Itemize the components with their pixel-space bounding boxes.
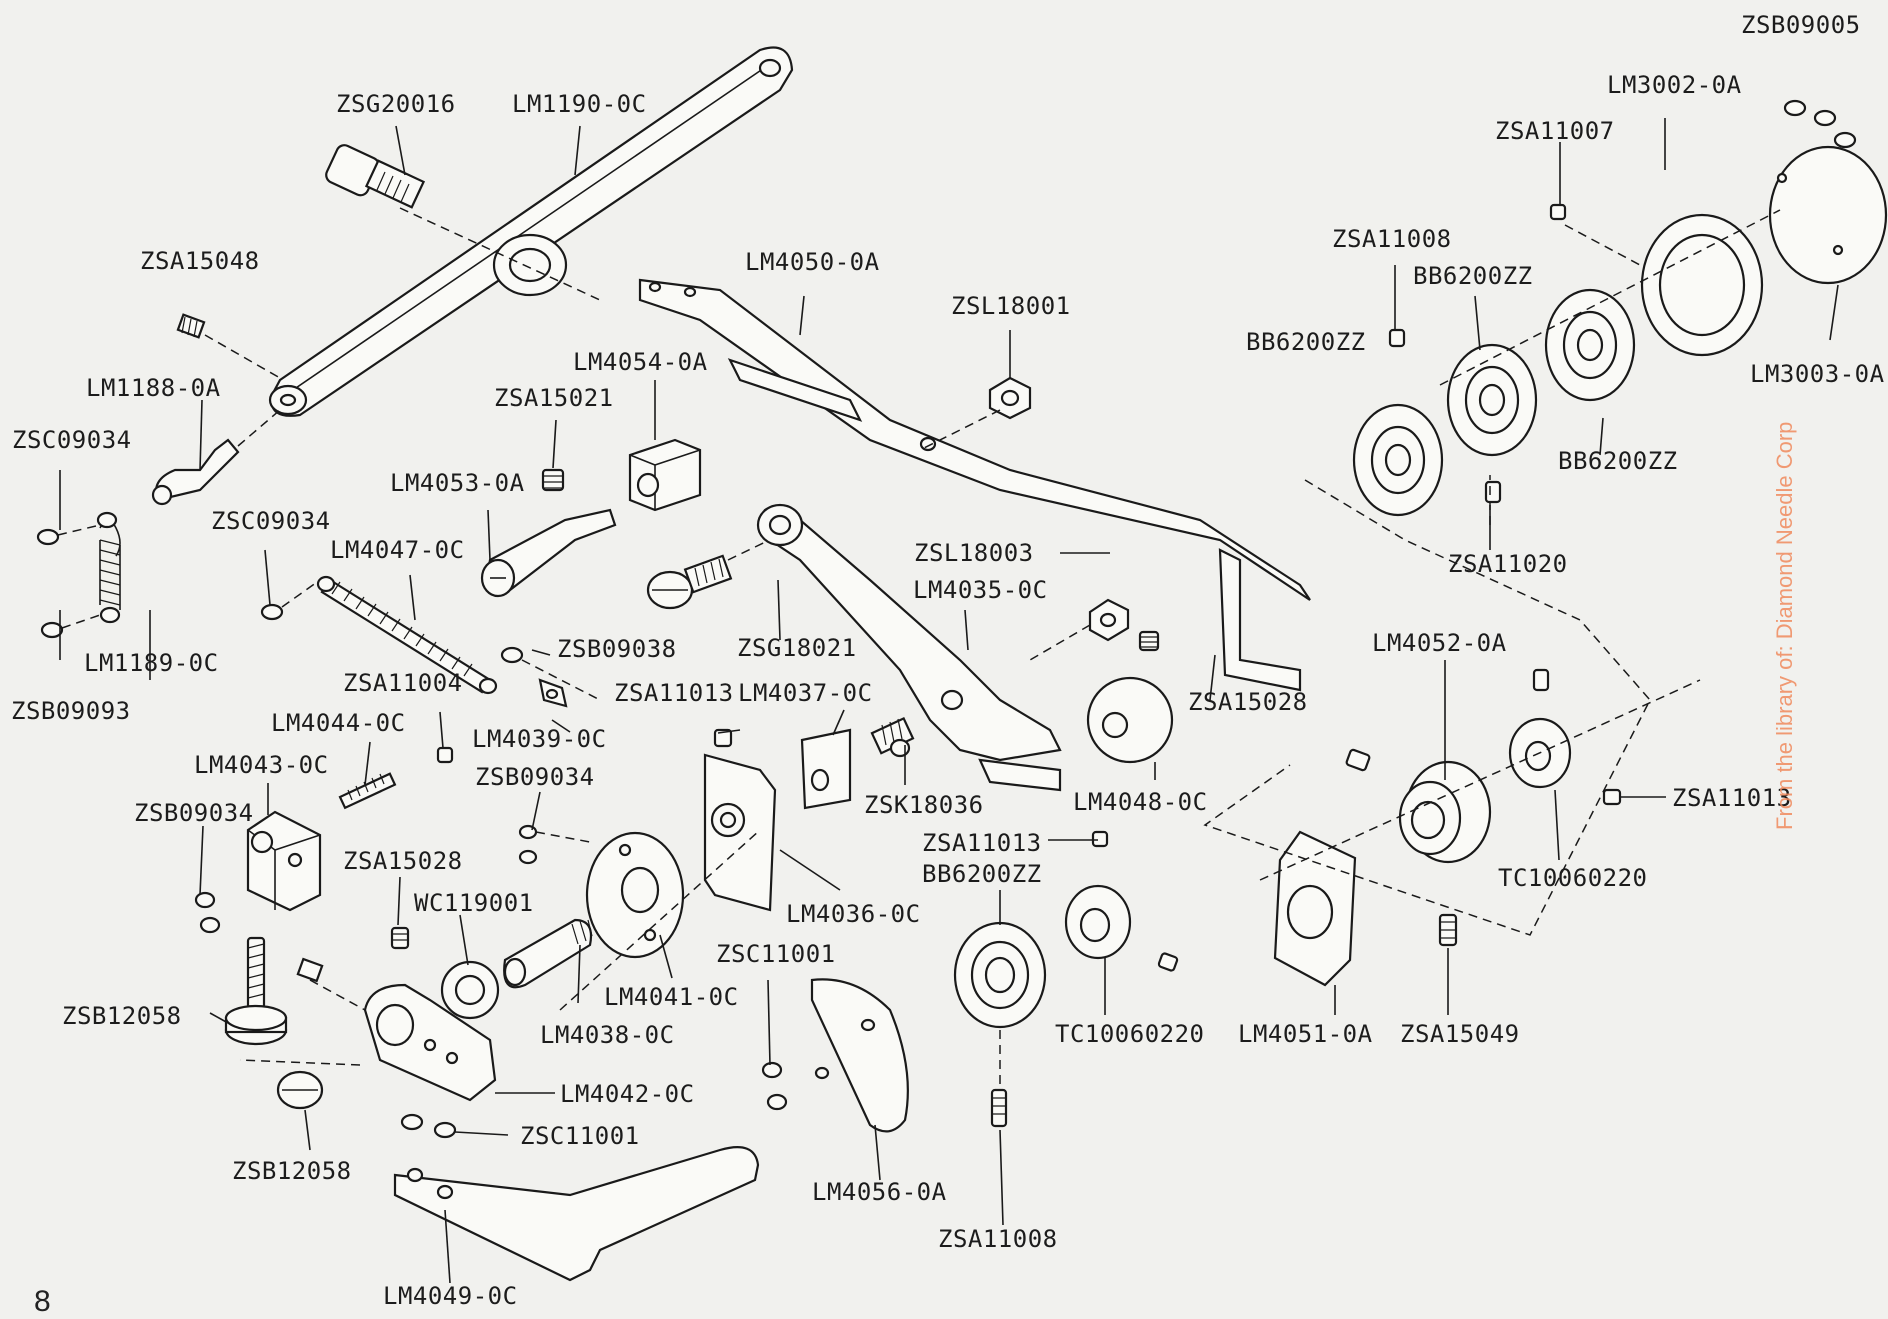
page-number: 8	[34, 1285, 51, 1318]
label-lm4052: LM4052-0A	[1372, 629, 1507, 657]
label-zsb09093: ZSB09093	[11, 697, 131, 725]
label-zsa11013b: ZSA11013	[1672, 784, 1792, 812]
label-zsb09034b: ZSB09034	[134, 799, 254, 827]
foot-lm4049	[393, 1146, 760, 1282]
label-tc10060220b: TC10060220	[1055, 1020, 1205, 1048]
lever-lm4035	[756, 503, 1062, 792]
label-lm3002: LM3002-0A	[1607, 71, 1742, 99]
pin-lm4053	[480, 508, 617, 598]
bar-lm4050	[638, 278, 1311, 692]
label-lm4048: LM4048-0C	[1073, 788, 1208, 816]
label-zsa15049: ZSA15049	[1400, 1020, 1520, 1048]
label-zsa11008b: ZSA11008	[938, 1225, 1058, 1253]
label-zsa11007: ZSA11007	[1495, 117, 1615, 145]
bearings-upper-right	[1352, 99, 1888, 517]
leader-lines	[59, 118, 1839, 1284]
small-screws-left	[36, 524, 321, 639]
label-lm4036: LM4036-0C	[786, 900, 921, 928]
screw-zsg20016	[325, 144, 426, 209]
flange-lm4041	[585, 831, 685, 959]
label-zsa15021: ZSA15021	[494, 384, 614, 412]
bracket-lm4042	[363, 926, 497, 1102]
nut-zsl18001	[919, 376, 1032, 451]
label-zsl18003: ZSL18003	[914, 539, 1034, 567]
arm-lm1190	[268, 46, 794, 417]
label-lm1188: LM1188-0A	[86, 374, 221, 402]
label-bb6200zz-c: BB6200ZZ	[1558, 447, 1678, 475]
library-watermark: From the library of: Diamond Needle Corp	[1772, 421, 1797, 830]
label-zsc11001a: ZSC11001	[716, 940, 836, 968]
pin-lm1188	[151, 409, 281, 506]
label-zsc09034a: ZSC09034	[12, 426, 132, 454]
block-lm4054	[628, 438, 702, 512]
label-lm4054: LM4054-0A	[573, 348, 708, 376]
label-zsa15028a: ZSA15028	[1188, 688, 1308, 716]
label-lm4051: LM4051-0A	[1238, 1020, 1373, 1048]
screws-zsb12058	[224, 936, 324, 1110]
label-zsb12058b: ZSB12058	[232, 1157, 352, 1185]
label-lm4042: LM4042-0C	[560, 1080, 695, 1108]
bearing-lm4052	[1345, 668, 1622, 947]
label-tc10060220a: TC10060220	[1498, 864, 1648, 892]
label-zsb09005: ZSB09005	[1741, 11, 1861, 39]
label-zsb09034a: ZSB09034	[475, 763, 595, 791]
block-lm4043	[194, 746, 454, 934]
label-zsc11001b: ZSC11001	[520, 1122, 640, 1150]
label-zsk18036: ZSK18036	[864, 791, 984, 819]
label-zsa11013c: ZSA11013	[922, 829, 1042, 857]
label-lm4038: LM4038-0C	[540, 1021, 675, 1049]
ring-wc119001	[440, 960, 500, 1020]
label-lm4049: LM4049-0C	[383, 1282, 518, 1310]
label-lm4044: LM4044-0C	[271, 709, 406, 737]
label-lm4047: LM4047-0C	[330, 536, 465, 564]
spring-lm4047	[316, 575, 498, 695]
label-zsg18021: ZSG18021	[737, 634, 857, 662]
label-zsa15028b: ZSA15028	[343, 847, 463, 875]
label-lm4041: LM4041-0C	[604, 983, 739, 1011]
spring-lm1189	[96, 511, 121, 624]
shaft-lm4038	[503, 918, 593, 989]
label-lm4056: LM4056-0A	[812, 1178, 947, 1206]
label-wc119001: WC119001	[414, 889, 534, 917]
screws-zsb09034	[518, 824, 591, 865]
label-lm4039: LM4039-0C	[472, 725, 607, 753]
nut-zsl18003	[1029, 598, 1130, 661]
bearing-lower	[953, 830, 1179, 1128]
label-lm3003: LM3003-0A	[1750, 360, 1885, 388]
label-zsg20016: ZSG20016	[336, 90, 456, 118]
label-zsa15048: ZSA15048	[140, 247, 260, 275]
block-lm4039	[500, 646, 601, 708]
screws-zsc11001-lower	[400, 1113, 457, 1139]
label-zsa11004: ZSA11004	[343, 669, 463, 697]
label-bb6200zz-b: BB6200ZZ	[1246, 328, 1366, 356]
label-lm1190: LM1190-0C	[512, 90, 647, 118]
label-zsc09034b: ZSC09034	[211, 507, 331, 535]
label-lm4035: LM4035-0C	[913, 576, 1048, 604]
label-lm4037: LM4037-0C	[738, 679, 873, 707]
screw-zsa15021	[541, 468, 565, 492]
group-lm4036	[703, 728, 852, 912]
collar-lm4048	[1086, 630, 1174, 764]
plate-lm4056	[761, 978, 909, 1133]
label-lm1189: LM1189-0C	[84, 649, 219, 677]
screw-zsa15048	[176, 313, 281, 379]
label-lm4050: LM4050-0A	[745, 248, 880, 276]
label-zsl18001: ZSL18001	[951, 292, 1071, 320]
label-zsa11013a: ZSA11013	[614, 679, 734, 707]
label-lm4043: LM4043-0C	[194, 751, 329, 779]
label-zsb12058a: ZSB12058	[62, 1002, 182, 1030]
label-bb6200zz-d: BB6200ZZ	[922, 860, 1042, 888]
label-bb6200zz-a: BB6200ZZ	[1413, 262, 1533, 290]
label-zsa11020: ZSA11020	[1448, 550, 1568, 578]
housing-lm4051	[1273, 830, 1357, 987]
screw-zsg18021	[646, 534, 781, 610]
screw-zsk18036	[870, 716, 915, 758]
label-zsa11008a: ZSA11008	[1332, 225, 1452, 253]
label-zsb09038: ZSB09038	[557, 635, 677, 663]
label-lm4053: LM4053-0A	[390, 469, 525, 497]
